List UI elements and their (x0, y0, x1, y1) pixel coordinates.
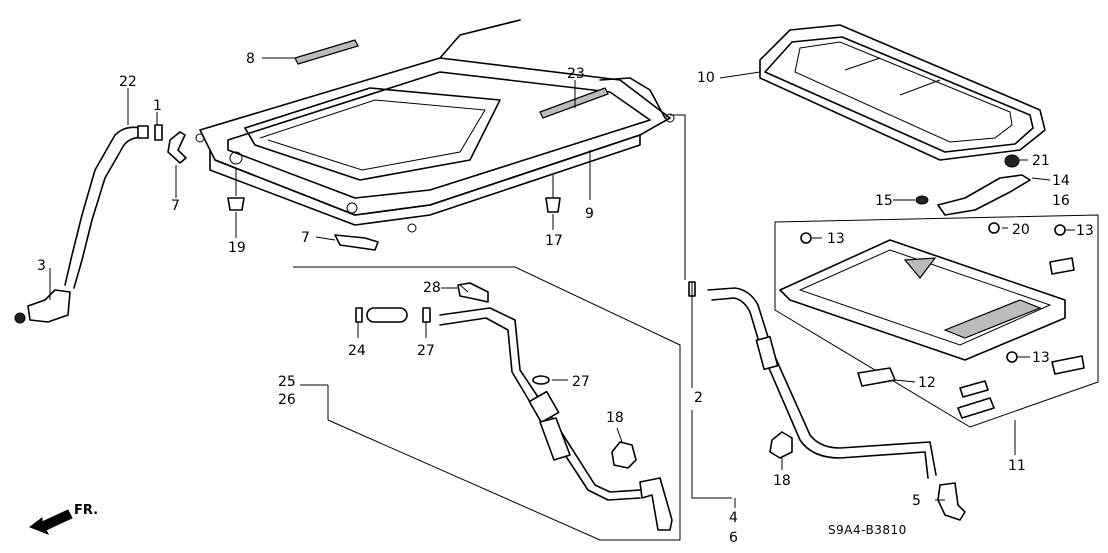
callout-5: 5 (912, 493, 921, 509)
callout-4: 4 (729, 510, 738, 526)
front-label: FR. (74, 503, 98, 518)
callout-7a: 7 (171, 198, 180, 214)
right-drain-hose (707, 287, 937, 479)
sunroof-frame (195, 19, 675, 233)
left-drain-hose (14, 125, 149, 324)
part-21-grommet (1004, 154, 1020, 168)
part-13-screw-b (1054, 224, 1066, 236)
callout-17: 17 (545, 233, 563, 249)
part-10-glass-panel (759, 24, 1046, 161)
hose-kit-inset (293, 266, 681, 541)
sunshade-clip-3 (1051, 355, 1085, 375)
part-13-screw-c (1006, 351, 1018, 363)
part-18-clamp-left (611, 441, 637, 469)
front-direction-arrow-icon: FR. (28, 503, 98, 535)
callout-13c: 13 (1032, 350, 1050, 366)
callout-16: 16 (1052, 193, 1070, 209)
callout-10: 10 (697, 70, 715, 86)
part-27-clip-a (422, 307, 431, 323)
callout-27b: 27 (572, 374, 590, 390)
callout-27a: 27 (417, 343, 435, 359)
callout-26: 26 (278, 392, 296, 408)
callout-20: 20 (1012, 222, 1030, 238)
callout-14: 14 (1052, 173, 1070, 189)
sunshade-clip-2 (957, 397, 995, 419)
part-27-clip-b (532, 375, 550, 385)
callout-7b: 7 (301, 230, 310, 246)
callout-24: 24 (348, 343, 366, 359)
part-24-clip (355, 307, 363, 323)
part-23-strip (539, 87, 609, 119)
part-1-clip (154, 124, 163, 141)
callout-labels: 1 2 3 4 5 6 7 7 8 9 10 11 12 13 13 13 14… (37, 51, 1094, 546)
callout-1: 1 (153, 98, 162, 114)
part-8-deflector-strip (294, 39, 359, 65)
part-17-fastener (545, 175, 561, 213)
part-15-cushion (915, 195, 929, 205)
callout-15: 15 (875, 193, 893, 209)
callout-23: 23 (567, 66, 585, 82)
callout-11: 11 (1008, 458, 1026, 474)
callout-22: 22 (119, 74, 137, 90)
callout-13a: 13 (827, 231, 845, 247)
callout-2: 2 (694, 390, 703, 406)
callout-8: 8 (246, 51, 255, 67)
part-19-fastener (227, 168, 245, 211)
part-11-sunshade-assembly (774, 214, 1099, 428)
callout-18b: 18 (773, 473, 791, 489)
callout-13b: 13 (1076, 223, 1094, 239)
callout-21: 21 (1032, 153, 1050, 169)
part-18-clamp-right (769, 431, 793, 459)
part-14-16-bracket (937, 174, 1031, 216)
part-13-clip-right (1049, 257, 1075, 275)
diagram-code: S9A4-B3810 (828, 523, 907, 537)
part-7-bracket-lower (334, 234, 379, 251)
part-7-bracket-upper (167, 131, 187, 164)
sunshade-clip-1 (959, 380, 989, 398)
callout-3: 3 (37, 258, 46, 274)
callout-12: 12 (918, 375, 936, 391)
callout-6: 6 (729, 530, 738, 546)
callout-19: 19 (228, 240, 246, 256)
callout-28: 28 (423, 280, 441, 296)
callout-18a: 18 (606, 410, 624, 426)
leader-lines (49, 57, 1075, 501)
part-20-screw (988, 222, 1000, 234)
part-5-fitting (937, 482, 966, 521)
callout-25: 25 (278, 374, 296, 390)
part-12-handle (857, 367, 896, 387)
callout-9: 9 (585, 206, 594, 222)
part-13-screw-a (800, 232, 812, 244)
